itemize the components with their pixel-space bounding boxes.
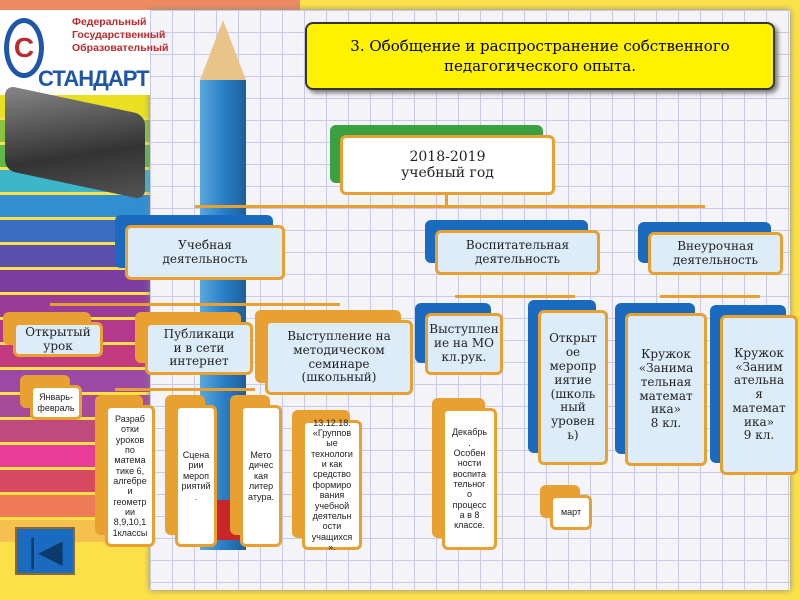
node-open-lesson: Открытый урок xyxy=(3,312,103,357)
node-jan-feb: Январь- февраль xyxy=(20,375,82,420)
node-label: Учебная деятельность xyxy=(125,225,285,280)
node-label: Разраб отки уроков по матема тике 6, алг… xyxy=(105,405,155,547)
node-club-9: Кружок «Заним ательна я математ ика» 9 к… xyxy=(710,305,798,475)
node-label: март xyxy=(550,495,592,530)
node-publications: Публикаци и в сети интернет xyxy=(135,312,253,375)
node-label: Сцена рии мероп риятий . xyxy=(175,405,217,547)
node-label: Декабрь . Особен ности воспита тельног о… xyxy=(442,408,497,550)
node-club-8: Кружок «Занима тельная математ ика» 8 кл… xyxy=(615,303,707,466)
slide-title: 3. Обобщение и распространение собственн… xyxy=(305,22,775,90)
node-lesson-development: Разраб отки уроков по матема тике 6, алг… xyxy=(95,395,155,547)
node-event-scripts: Сцена рии мероп риятий . xyxy=(165,395,217,547)
logo-line: Государственный xyxy=(72,29,166,41)
node-root: 2018-2019 учебный год xyxy=(330,125,555,195)
node-label: Выступление на методическом семинаре (шк… xyxy=(265,320,413,395)
node-label: Воспитательная деятельность xyxy=(435,230,600,275)
node-label: Выступлен ие на МО кл.рук. xyxy=(425,313,503,375)
logo-line: Образовательный xyxy=(72,42,169,54)
node-extracurricular: Внеурочная деятельность xyxy=(638,222,783,275)
logo-wordmark: СТАНДАРТ xyxy=(38,66,150,91)
connector xyxy=(660,295,760,298)
node-mo-speech: Выступлен ие на МО кл.рук. xyxy=(415,303,503,375)
logo-emblem: С xyxy=(4,18,44,78)
first-slide-button[interactable]: |◀ xyxy=(15,527,75,575)
connector xyxy=(115,388,255,391)
connector xyxy=(50,303,340,306)
node-root-label: 2018-2019 учебный год xyxy=(340,135,555,195)
node-label: Мето дичес кая литер атура. xyxy=(240,405,282,547)
node-label: Внеурочная деятельность xyxy=(648,232,783,275)
connector xyxy=(195,205,705,208)
logo-line: Федеральный xyxy=(72,16,147,28)
node-label: Публикаци и в сети интернет xyxy=(145,322,253,375)
node-open-event: Открыт ое меропр иятие (школь ный уровен… xyxy=(528,300,608,465)
node-march: март xyxy=(540,485,592,530)
node-label: 13.12.18. «Группов ые технологи и как ср… xyxy=(302,418,362,552)
node-academic: Учебная деятельность xyxy=(115,215,285,280)
node-seminar: Выступление на методическом семинаре (шк… xyxy=(255,310,413,395)
node-label: Открытый урок xyxy=(13,322,103,357)
node-december: Декабрь . Особен ности воспита тельног о… xyxy=(432,398,497,550)
node-label: Открыт ое меропр иятие (школь ный уровен… xyxy=(538,310,608,465)
node-label: Кружок «Заним ательна я математ ика» 9 к… xyxy=(720,315,798,475)
node-methodical-literature: Мето дичес кая литер атура. xyxy=(230,395,282,547)
connector xyxy=(455,295,575,298)
node-group-technologies: 13.12.18. «Группов ые технологи и как ср… xyxy=(292,410,362,552)
node-upbringing: Воспитательная деятельность xyxy=(425,220,600,275)
node-label: Январь- февраль xyxy=(30,385,82,420)
connector xyxy=(445,195,448,207)
pencil-tip xyxy=(200,20,246,80)
node-label: Кружок «Занима тельная математ ика» 8 кл… xyxy=(625,313,707,466)
first-slide-icon: |◀ xyxy=(27,532,63,570)
